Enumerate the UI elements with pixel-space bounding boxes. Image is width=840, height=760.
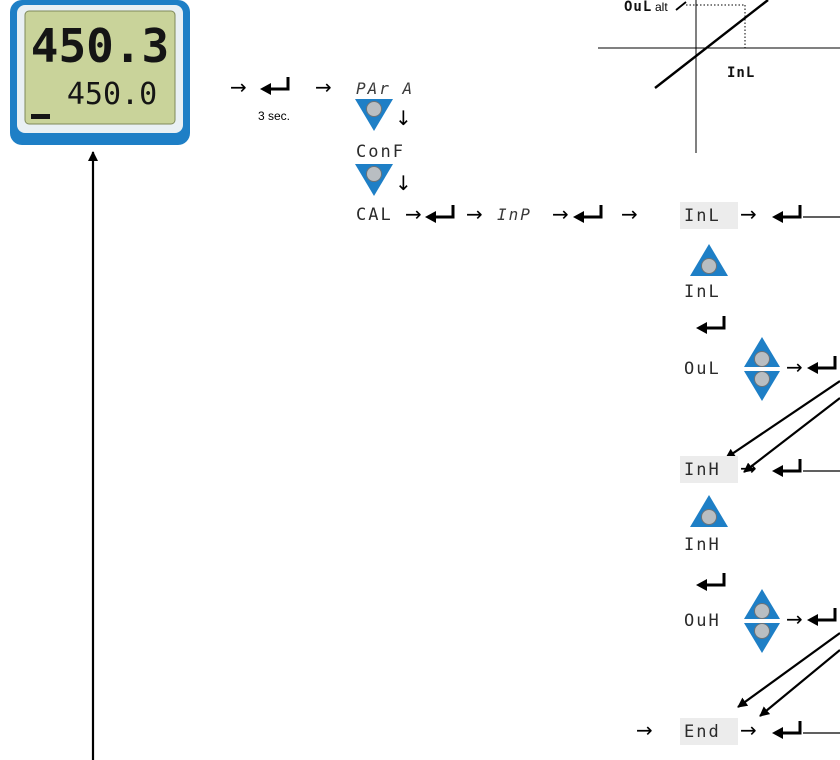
down-arrow-icon: ↓: [395, 171, 412, 195]
inh-sequence: InH → InH OuH →: [680, 456, 840, 717]
device-display: 450.3 450.0: [10, 0, 190, 145]
enter-key-icon: [423, 203, 455, 225]
inl-sequence: InL OuL →: [684, 243, 840, 473]
arrow-icon: →: [636, 718, 653, 742]
enter-key-icon: [805, 606, 837, 628]
loop-arrow: [725, 380, 840, 459]
end-row: → End →: [636, 718, 840, 745]
lcd-screen: [24, 10, 176, 125]
arrow-icon: →: [466, 202, 483, 226]
enter-key-icon: [258, 75, 290, 97]
up-key-icon: [689, 494, 729, 528]
enter-key-icon: [805, 354, 837, 376]
inl-highlight: [680, 202, 738, 229]
up-down-key-icon: [743, 336, 781, 402]
loop-arrow: [743, 397, 840, 473]
arrow-icon: →: [786, 355, 803, 379]
menu-conf: ConF: [356, 142, 405, 162]
menu-cal: CAL: [356, 205, 393, 225]
up-down-key-icon: [743, 588, 781, 654]
cal-inl-again: InL: [684, 282, 721, 302]
arrow-icon: →: [740, 456, 757, 480]
graph-pointer: [675, 1, 687, 11]
down-arrow-icon: ↓: [395, 106, 412, 130]
arrow-icon: →: [786, 607, 803, 631]
cal-end: End: [684, 722, 721, 742]
graph-curve: [654, 0, 769, 89]
cal-inl: InL: [684, 206, 721, 226]
arrow-icon: →: [315, 75, 332, 99]
enter-key-icon: [770, 719, 802, 741]
cal-ouh: OuH: [684, 611, 721, 631]
arrow-icon: →: [405, 202, 422, 226]
hold-time: 3 sec.: [258, 109, 290, 123]
end-highlight: [680, 718, 738, 745]
lcd-main-value: 450.3: [31, 19, 169, 73]
cal-oul: OuL: [684, 359, 721, 379]
arrow-icon: →: [740, 718, 757, 742]
loop-arrow: [737, 632, 840, 708]
graph-y-label: OuL: [624, 0, 652, 15]
enter-key-icon: [571, 203, 603, 225]
menu-para: PAr A: [356, 79, 414, 98]
enter-key-icon: [694, 314, 726, 336]
loop-arrow: [759, 649, 840, 717]
enter-key-icon: [770, 203, 802, 225]
lcd-cursor: [31, 114, 50, 119]
cal-inh: InH: [684, 460, 721, 480]
cal-row: CAL → → InP → → InL →: [356, 202, 840, 229]
up-key-icon: [689, 243, 729, 277]
arrow-icon: →: [621, 202, 638, 226]
lcd-sub-value: 450.0: [67, 77, 157, 112]
down-key-icon: [354, 98, 394, 132]
enter-key-icon: [770, 457, 802, 479]
down-key-icon: [354, 163, 394, 197]
arrow-icon: →: [740, 202, 757, 226]
graph-x-label: InL: [727, 65, 755, 81]
calibration-graph: OuL alt InL: [598, 0, 840, 153]
cal-inh-again: InH: [684, 535, 721, 555]
graph-y-label-suffix: alt: [655, 0, 668, 14]
enter-key-icon: [694, 571, 726, 593]
arrow-icon: →: [552, 202, 569, 226]
menu-inp: InP: [497, 205, 532, 224]
inh-highlight: [680, 456, 738, 483]
arrow-icon: →: [230, 75, 247, 99]
menu-entry: → → PAr A 3 sec. ↓ ConF ↓: [230, 75, 414, 197]
